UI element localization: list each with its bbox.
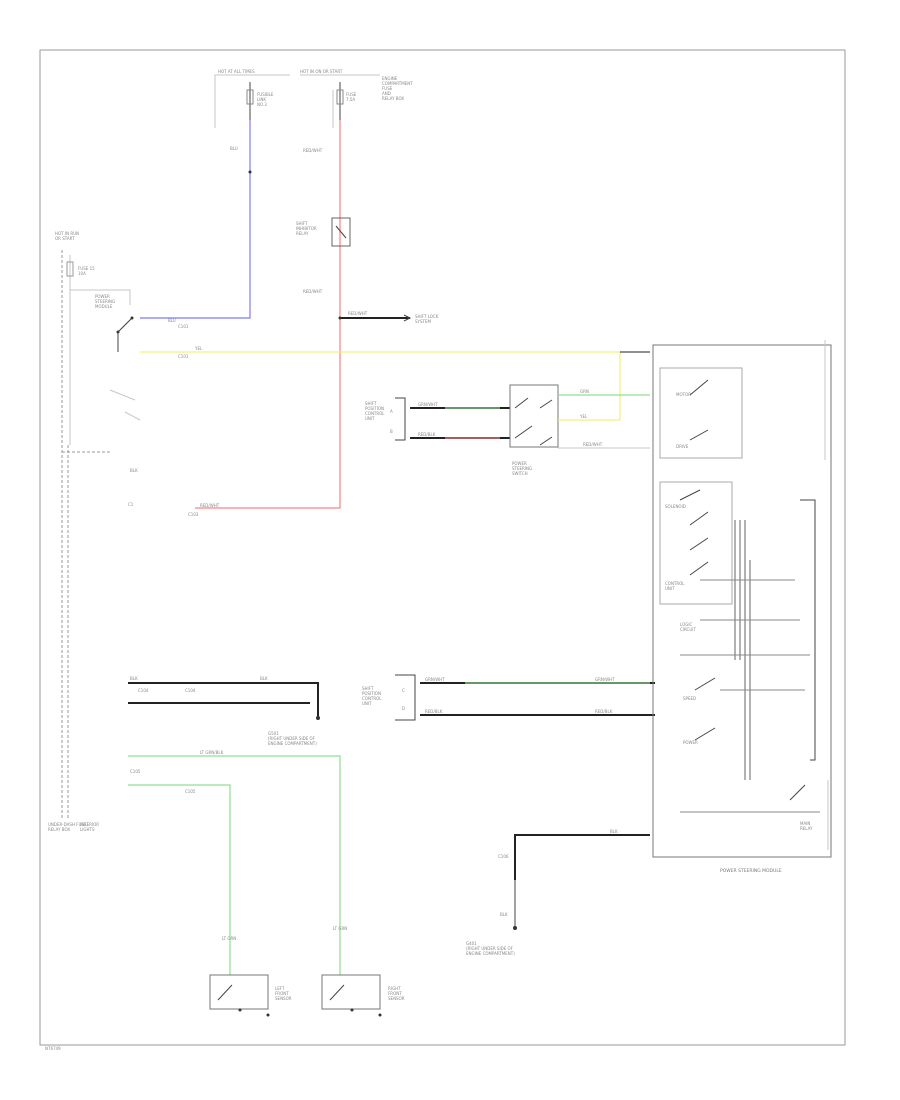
- wire-red-wht-1-label: RED/WHT: [303, 148, 323, 153]
- wire-blu-label: BLU: [230, 146, 238, 151]
- left-conn-label: C1: [128, 502, 134, 507]
- conn-2-label: C101: [178, 324, 189, 329]
- wire-red-left-label: RED/WHT: [200, 503, 220, 508]
- blue-wire: [140, 120, 251, 319]
- wire-red-wht-2-label: RED/WHT: [303, 289, 323, 294]
- red-wire: [195, 120, 341, 509]
- wire-lt-grn-label: LT GRN/BLK: [200, 750, 224, 755]
- wire-grn-wht-label: GRN/WHT: [418, 402, 438, 407]
- module-sw-3: SOLENOID: [665, 504, 686, 509]
- wire-yel-sw-label: YEL: [579, 414, 588, 419]
- module-sw-2: DRIVE: [676, 444, 689, 449]
- wire-blk-2-label: BLK: [260, 676, 268, 681]
- bl-conn-1-label: C104: [138, 688, 149, 693]
- bl-conn-3-label: C105: [130, 769, 141, 774]
- module-sw-7: POWER: [683, 740, 698, 745]
- conn-3-label: C103: [188, 512, 199, 517]
- pin-b-label: B: [390, 429, 393, 434]
- module-sw-6: SPEED: [683, 696, 696, 701]
- pin-a-label: A: [390, 409, 393, 414]
- underdash-box-label: UNDER-DASH FUSE/RELAY BOX: [48, 822, 88, 832]
- wire-grn-wht-3-label: GRN/WHT: [595, 677, 615, 682]
- bl-conn-2-label: C104: [185, 688, 196, 693]
- hot-at-all-times-label: HOT AT ALL TIMES: [218, 69, 255, 74]
- bottom-left-ground: BLK C104 C104 BLK G501(RIGHT UNDER SIDE …: [128, 676, 320, 746]
- wire-lt-grn-2-label: LT GRN: [333, 926, 347, 931]
- wire-red-sw-label: RED/WHT: [583, 442, 603, 447]
- pin-d-label: D: [402, 706, 405, 711]
- ground-wire-2-label: BLK: [500, 912, 508, 917]
- wire-grn-wht-2-label: GRN/WHT: [425, 677, 445, 682]
- wire-red-blk-2-label: RED/BLK: [425, 709, 443, 714]
- wire-blu-left-label: BLU: [168, 318, 176, 323]
- wire-yel-label: YEL: [194, 346, 203, 351]
- hot-in-on-or-start-label: HOT IN ON OR START: [300, 69, 343, 74]
- bl-conn-4-label: C105: [185, 789, 196, 794]
- top-power-bus: HOT AT ALL TIMES HOT IN ON OR START: [214, 69, 380, 128]
- wheel-sensor-wiring: LT GRN/BLK C105 C105 LT GRN LT GRN: [128, 750, 347, 975]
- wire-red-blk-3-label: RED/BLK: [595, 709, 613, 714]
- pin-c-label: C: [402, 688, 405, 693]
- module-sw-1: MOTOR: [676, 392, 691, 397]
- wire-grn-label: GRN: [580, 389, 589, 394]
- ground-wire-label: BLK: [610, 829, 618, 834]
- wire-red-blk-label: RED/BLK: [418, 432, 436, 437]
- module-title: POWER STEERING MODULE: [720, 868, 782, 874]
- conn-1-label: C101: [178, 354, 189, 359]
- ground-conn-label: C106: [498, 854, 509, 859]
- page-id: N76749: [45, 1046, 61, 1051]
- wire-lt-grn-1-label: LT GRN: [222, 936, 236, 941]
- shift-lock-wire-label: RED/WHT: [348, 311, 368, 316]
- diagram-frame: [39, 49, 846, 1046]
- wire-blk-1-label: BLK: [130, 676, 138, 681]
- left-pin-label: BLK: [130, 468, 138, 473]
